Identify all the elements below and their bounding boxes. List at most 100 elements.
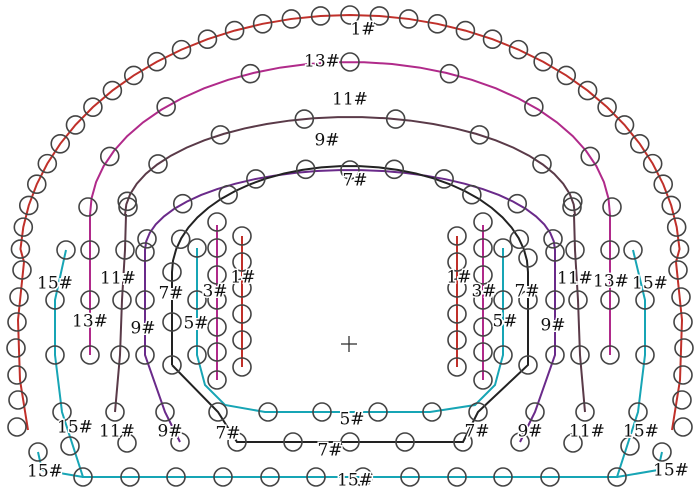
delay-label: 11#: [99, 422, 135, 442]
blast-hole: [6, 338, 26, 358]
blast-hole: [115, 240, 135, 260]
blast-hole: [447, 357, 467, 377]
blast-hole: [395, 432, 415, 452]
blast-hole: [52, 402, 72, 422]
blast-hole: [447, 304, 467, 324]
blast-hole: [18, 195, 39, 216]
blast-hole: [240, 63, 261, 84]
blast-hole: [447, 330, 467, 350]
blast-hole: [600, 290, 620, 310]
delay-label: 9#: [540, 316, 565, 336]
blast-hole: [224, 20, 245, 41]
delay-line-1-contour: [16, 13, 684, 431]
blast-hole: [208, 402, 228, 422]
blast-hole: [671, 287, 691, 307]
blast-hole: [294, 109, 315, 129]
blast-hole: [155, 402, 175, 422]
blast-hole: [56, 240, 76, 260]
blast-hole: [398, 9, 419, 29]
blast-hole: [83, 97, 103, 117]
blast-hole: [112, 290, 132, 310]
blast-hole: [575, 402, 595, 422]
blast-hole: [197, 29, 218, 50]
blast-hole: [110, 345, 130, 365]
blast-hole: [340, 5, 360, 25]
blast-hole: [73, 467, 93, 487]
blast-hole: [473, 212, 493, 232]
blast-hole: [50, 134, 71, 154]
blast-hole: [232, 278, 252, 298]
blast-hole: [353, 467, 373, 487]
blast-hole: [187, 238, 207, 258]
blast-hole: [295, 159, 316, 180]
blast-hole: [602, 197, 622, 217]
blast-hole: [246, 169, 266, 189]
delay-line-11: [114, 116, 586, 413]
blast-hole: [218, 184, 238, 205]
blast-hole: [80, 290, 100, 310]
blast-hole: [462, 184, 482, 205]
delay-line-15-right-corner: [616, 451, 663, 478]
blast-hole: [427, 14, 448, 34]
blast-hole: [455, 20, 476, 41]
blast-hole: [482, 29, 503, 50]
blast-hole: [207, 265, 227, 285]
delay-label: 9#: [517, 422, 542, 442]
delay-line-9: [144, 169, 556, 443]
blast-hole: [447, 226, 467, 246]
blast-hole: [447, 467, 467, 487]
delay-label: 3#: [471, 282, 496, 302]
blast-hole: [666, 217, 687, 237]
delay-label: 5#: [339, 410, 364, 430]
delay-label: 13#: [593, 272, 629, 292]
blast-hole: [493, 345, 513, 365]
blast-hole: [652, 442, 672, 462]
blast-hole: [207, 212, 227, 232]
blast-hole: [673, 312, 693, 332]
blast-hole: [170, 229, 191, 250]
delay-line-13: [89, 61, 611, 355]
blast-hole: [227, 432, 247, 452]
blast-hole: [28, 442, 48, 462]
blast-hole: [439, 63, 460, 84]
delay-label: 11#: [332, 90, 368, 110]
blast-hole: [635, 345, 655, 365]
blast-hole: [207, 290, 227, 310]
blast-hole: [493, 238, 513, 258]
blast-hole: [518, 355, 538, 375]
blast-hole: [10, 239, 31, 259]
blast-hole: [556, 65, 577, 86]
blast-hole: [170, 432, 190, 452]
delay-label: 1#: [230, 268, 255, 288]
blast-hole: [577, 80, 598, 101]
blast-hole: [453, 432, 473, 452]
blast-hole: [580, 146, 601, 167]
blast-hole: [207, 317, 227, 337]
delay-label: 7#: [514, 282, 539, 302]
blast-hole: [7, 417, 27, 437]
blast-hole: [509, 229, 530, 250]
delay-label: 7#: [215, 424, 240, 444]
blast-hole: [368, 402, 388, 422]
delay-label: 15#: [37, 274, 73, 294]
blast-hole: [629, 134, 650, 154]
delay-line-5: [196, 248, 504, 413]
blast-hole: [207, 370, 227, 390]
delay-label: 3#: [202, 282, 227, 302]
blast-hole: [213, 467, 233, 487]
blast-hole: [510, 432, 530, 452]
blast-hole: [673, 417, 693, 437]
blast-hole: [37, 153, 58, 174]
blast-hole: [545, 242, 565, 262]
center-cross-icon: [341, 336, 357, 352]
delay-label: 15#: [632, 274, 668, 294]
blast-hole: [260, 467, 280, 487]
blast-hole: [102, 80, 123, 101]
blast-hole: [187, 290, 207, 310]
blast-hole: [628, 402, 648, 422]
blast-hole: [563, 191, 583, 212]
blast-hole: [669, 239, 690, 259]
blast-hole: [473, 238, 493, 258]
